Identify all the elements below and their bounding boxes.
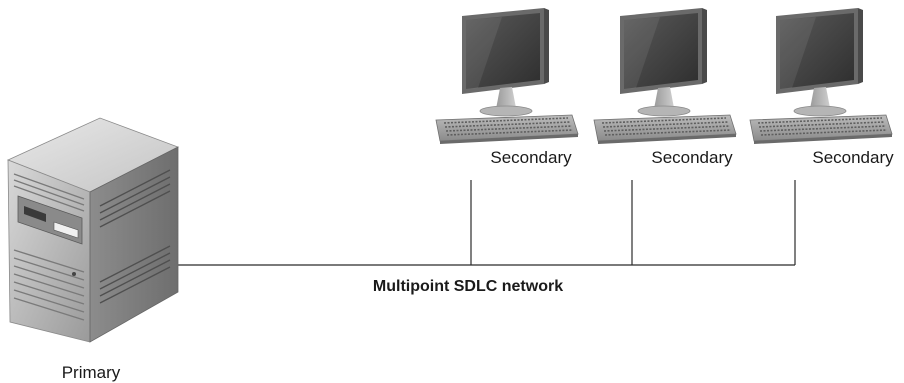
server-tower-icon bbox=[6, 117, 179, 343]
network-lines bbox=[178, 180, 796, 266]
primary-label: Primary bbox=[62, 363, 121, 382]
desktop-computer-icon bbox=[749, 7, 893, 145]
secondary-label-2: Secondary bbox=[651, 148, 733, 167]
desktop-computer-icon bbox=[593, 7, 737, 145]
network-label: Multipoint SDLC network bbox=[373, 278, 563, 295]
secondary-label-1: Secondary bbox=[490, 148, 572, 167]
secondary-label-3: Secondary bbox=[812, 148, 894, 167]
desktop-computer-icon bbox=[435, 7, 579, 145]
